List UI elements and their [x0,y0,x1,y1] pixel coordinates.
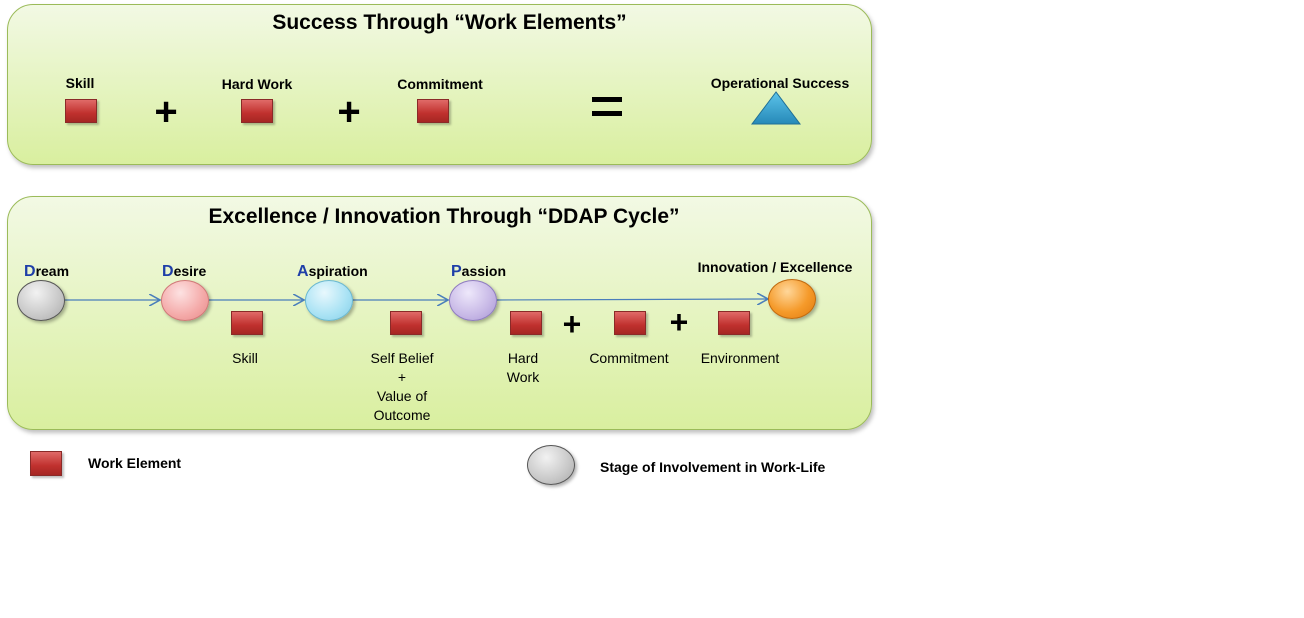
cycle-environment-label: Environment [700,350,780,366]
work-elements-panel [7,4,872,165]
hard-work-work-element [241,99,273,123]
stage-aspiration-label: Aspiration [297,263,368,280]
plus-sign-2: + [337,90,361,134]
stage-innovation-ellipse [768,279,816,319]
stage-passion-ellipse [449,280,497,321]
cycle-self-belief-label: Self Belief + Value of Outcome [370,350,434,423]
stage-desire-ellipse [161,280,209,321]
commitment-work-element [417,99,449,123]
stage-dream-ellipse [17,280,65,321]
work-elements-title: Success Through “Work Elements” [272,11,627,34]
ddap-cycle-title: Excellence / Innovation Through “DDAP Cy… [208,205,680,228]
stage-passion-label: Passion [451,263,507,280]
cycle-plus-sign-1: + [562,306,582,342]
cycle-commitment-work-element [614,311,646,335]
commitment-label: Commitment [397,76,483,92]
skill-work-element [65,99,97,123]
equals-sign [592,97,622,125]
legend-stage-icon [527,445,575,485]
cycle-self-belief-work-element [390,311,422,335]
cycle-hard-work-label: Hard Work [506,350,540,385]
plus-sign-1: + [154,90,178,134]
operational-success-label: Operational Success [710,75,850,91]
legend-work-element-icon [30,451,62,476]
hard-work-label: Hard Work [221,76,293,92]
stage-innovation-excellence-label: Innovation / Excellence [697,259,853,275]
stage-desire-label: Desire [162,263,207,280]
stage-dream-label: Dream [24,263,70,280]
cycle-skill-work-element [231,311,263,335]
cycle-hard-work-work-element [510,311,542,335]
legend-work-element-label: Work Element [88,455,182,471]
cycle-plus-sign-2: + [669,304,689,340]
stage-aspiration-ellipse [305,280,353,321]
cycle-skill-label: Skill [232,350,258,366]
cycle-environment-work-element [718,311,750,335]
cycle-commitment-label: Commitment [589,350,669,366]
skill-label: Skill [65,75,95,91]
legend-stage-label: Stage of Involvement in Work-Life [600,459,826,475]
